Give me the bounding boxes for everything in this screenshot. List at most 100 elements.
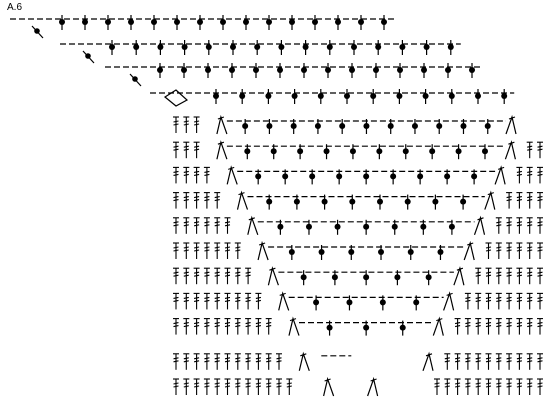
treble-stitch (183, 292, 190, 310)
treble-stitch (475, 292, 482, 310)
sc-stitch (429, 144, 436, 160)
sc-stitch (318, 245, 325, 260)
cluster-stitch (494, 165, 506, 185)
cluster-stitch (473, 215, 486, 235)
chart-label: A.6 (7, 2, 23, 13)
sc-stitch (230, 40, 236, 55)
sc-stitch (325, 63, 331, 78)
treble-stitch (203, 192, 210, 209)
chart-marks (10, 15, 543, 397)
sc-stitch (471, 169, 478, 185)
sc-stitch (317, 89, 324, 104)
sc-stitch (326, 320, 333, 336)
treble-stitch (526, 141, 533, 159)
sc-stitch (151, 15, 157, 30)
treble-stitch (286, 378, 293, 395)
treble-stitch (214, 217, 221, 234)
treble-stitch (444, 353, 451, 370)
treble-stitch (537, 318, 543, 335)
treble-stitch (183, 141, 190, 159)
sc-stitch (370, 89, 377, 104)
sc-stitch (423, 40, 430, 55)
treble-stitch (245, 378, 252, 395)
sc-stitch (278, 40, 285, 55)
sc-stitch (390, 169, 397, 185)
sc-stitch (313, 295, 320, 311)
treble-stitch (214, 192, 221, 209)
treble-stitch (464, 292, 471, 310)
treble-stitch (444, 378, 451, 395)
treble-stitch (224, 242, 231, 259)
treble-stitch (526, 378, 533, 395)
sc-stitch (302, 40, 309, 55)
treble-stitch (234, 242, 241, 259)
treble-stitch (475, 318, 482, 335)
treble-stitch (234, 267, 241, 285)
sc-stitch (82, 15, 88, 30)
sc-stitch (402, 144, 409, 160)
sc-stitch (397, 63, 403, 78)
treble-stitch (506, 292, 513, 310)
treble-stitch (224, 217, 231, 234)
sc-stitch (109, 40, 115, 55)
sc-stitch (448, 219, 455, 235)
treble-stitch (506, 353, 513, 370)
treble-stitch (173, 166, 179, 184)
sc-stitch (469, 63, 475, 78)
sc-stitch (266, 119, 273, 134)
treble-stitch (214, 318, 221, 335)
treble-stitch (214, 353, 221, 370)
treble-stitch (245, 353, 252, 370)
sc-stitch (239, 89, 246, 104)
sc-stitch (455, 144, 462, 160)
sc-stitch (376, 144, 383, 160)
sc-stitch (377, 194, 383, 210)
sc-stitch (331, 270, 338, 286)
cluster-stitch (367, 376, 379, 397)
treble-stitch (454, 318, 461, 335)
treble-stitch (224, 267, 231, 285)
sc-stitch (266, 194, 273, 210)
sc-stitch (411, 119, 418, 134)
sc-stitch (290, 119, 297, 134)
treble-stitch (183, 267, 190, 285)
cluster-stitch (216, 114, 228, 135)
treble-stitch (193, 116, 200, 133)
sc-stitch (336, 169, 343, 185)
treble-stitch (203, 318, 210, 335)
sc-stitch (363, 169, 370, 185)
sc-stitch (417, 169, 424, 185)
treble-stitch (475, 353, 482, 370)
sc-stitch (475, 89, 481, 104)
sc-stitch (277, 219, 284, 235)
sc-stitch (254, 40, 261, 55)
sc-stitch (291, 89, 298, 104)
treble-stitch (526, 192, 533, 209)
treble-stitch (537, 242, 543, 259)
sc-stitch (253, 63, 259, 78)
treble-stitch (193, 242, 200, 259)
sc-stitch (447, 40, 454, 55)
sc-stitch (181, 63, 187, 78)
treble-stitch (203, 217, 210, 234)
treble-stitch (183, 378, 190, 395)
cluster-stitch (226, 165, 238, 185)
treble-stitch (506, 242, 513, 259)
sc-stitch (297, 144, 304, 160)
cluster-stitch (278, 291, 290, 311)
sc-stitch (243, 15, 249, 30)
treble-stitch (485, 242, 492, 259)
sc-stitch (293, 194, 300, 210)
sc-stitch (277, 63, 283, 78)
treble-stitch (203, 242, 210, 259)
treble-stitch (255, 292, 262, 310)
sc-stitch (321, 194, 328, 210)
treble-stitch (506, 318, 513, 335)
sc-stitch (363, 119, 370, 134)
treble-stitch (183, 242, 190, 259)
treble-stitch (516, 318, 523, 335)
sc-stitch (399, 320, 406, 336)
sc-stitch (105, 15, 111, 30)
sc-stitch (309, 169, 316, 185)
treble-stitch (537, 292, 543, 310)
